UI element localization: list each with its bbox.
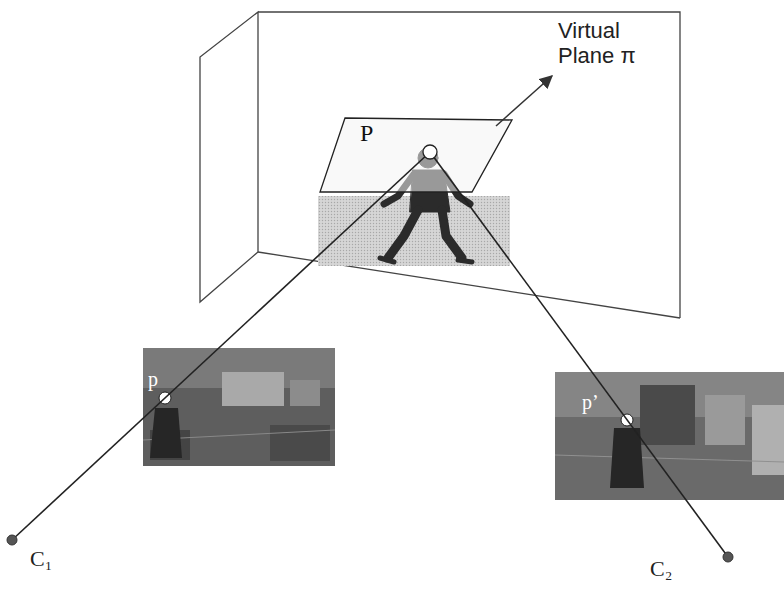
camera-label: C₁ bbox=[30, 546, 52, 571]
pointer-arrow bbox=[496, 76, 552, 126]
camera-image-right bbox=[555, 372, 784, 500]
camera-centre bbox=[7, 535, 17, 545]
image-point-label: p’ bbox=[582, 391, 599, 414]
camera-centre bbox=[723, 552, 733, 562]
camera-image-left bbox=[143, 348, 335, 466]
image-point-label: p bbox=[148, 368, 158, 391]
plane-label: Virtual Plane π bbox=[558, 18, 670, 69]
point-marker bbox=[423, 145, 437, 159]
point-label: P bbox=[360, 120, 373, 148]
projection-ray bbox=[12, 152, 728, 557]
virtual-plane bbox=[320, 118, 512, 192]
camera-label: C₂ bbox=[650, 556, 672, 581]
